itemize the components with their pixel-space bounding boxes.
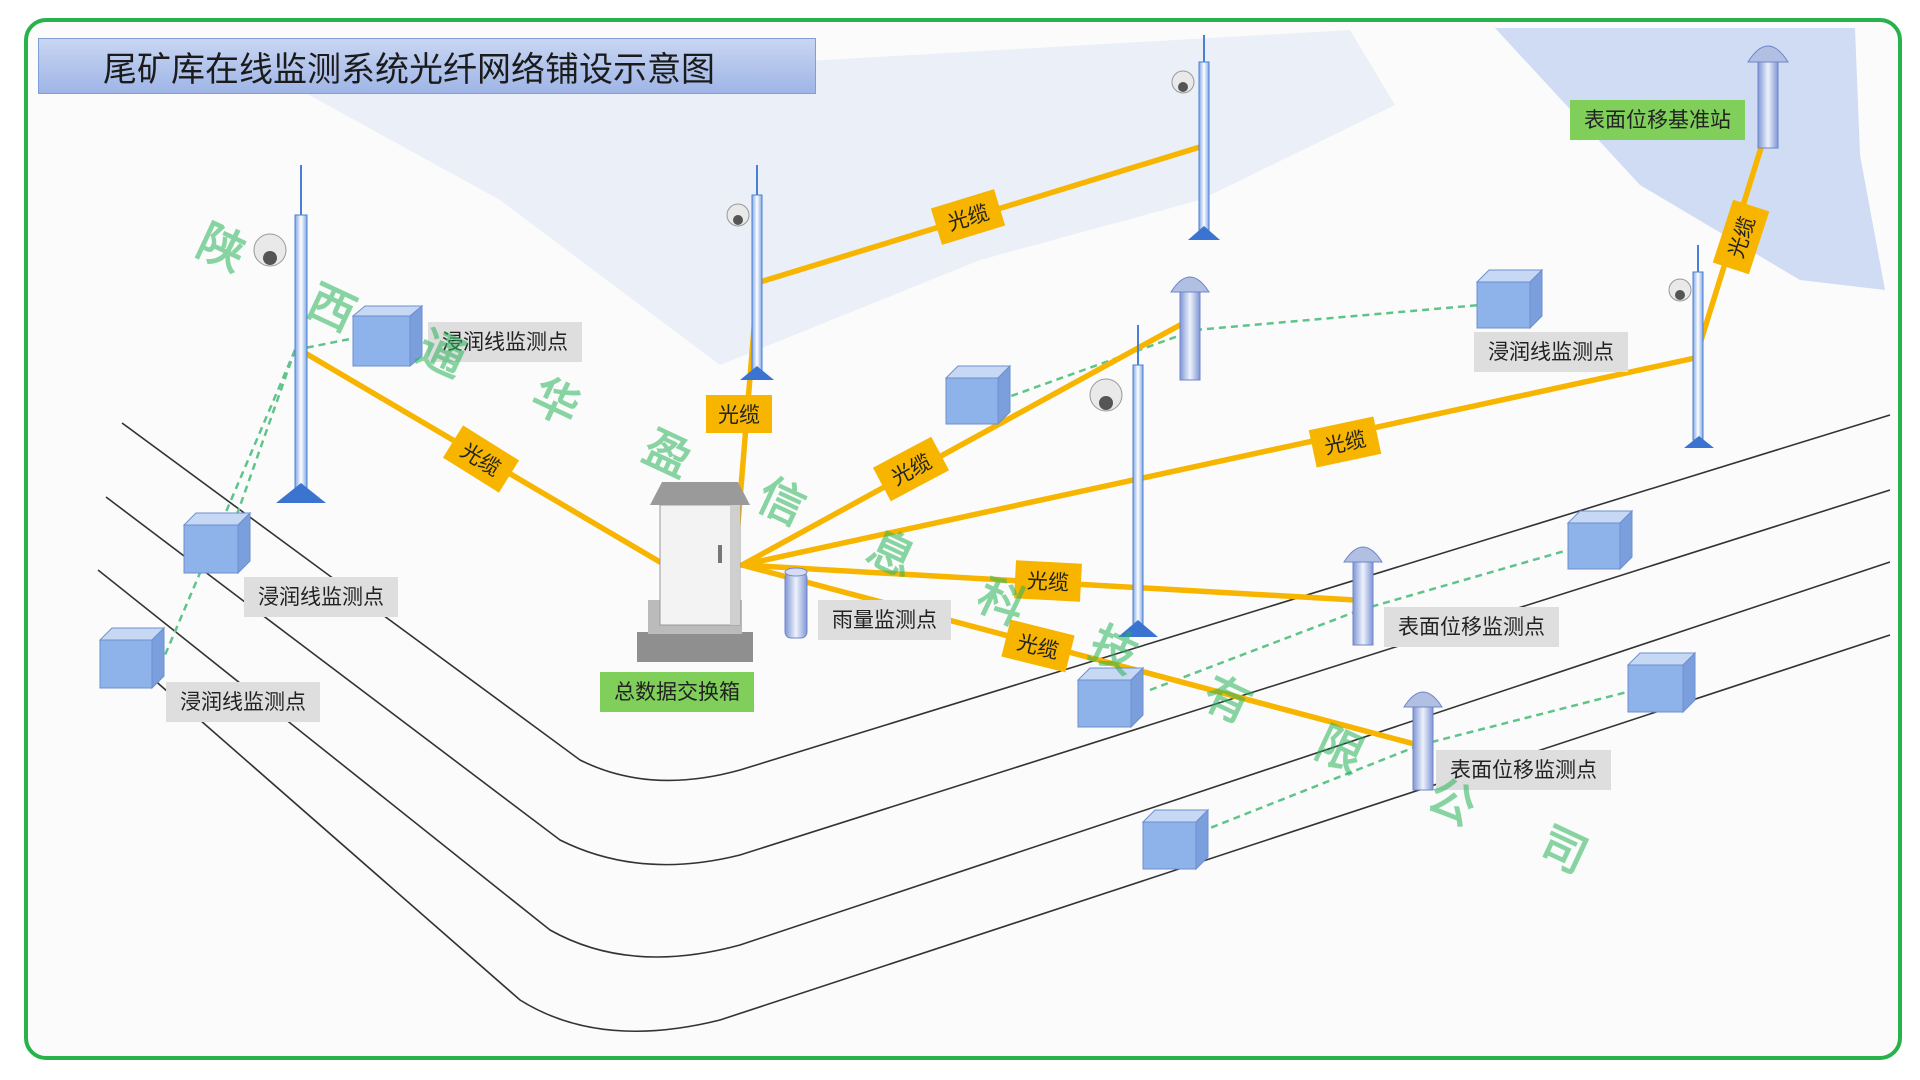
seepage-box-8	[1626, 651, 1697, 714]
label-displacement-1: 表面位移监测点	[1384, 607, 1559, 647]
rain-gauge	[784, 567, 808, 639]
seepage-box-1	[351, 304, 424, 368]
gnss-antenna-2	[1343, 546, 1383, 646]
page-title: 尾矿库在线监测系统光纤网络铺设示意图	[38, 38, 816, 94]
camera-pole-4	[1089, 325, 1158, 637]
label-seepage-3: 浸润线监测点	[166, 682, 320, 722]
dam-terraces	[97, 414, 1891, 1032]
seepage-box-3	[98, 626, 166, 690]
water-area	[300, 30, 1395, 365]
seepage-box-6	[1566, 509, 1634, 571]
seepage-box-2	[182, 511, 252, 575]
gnss-antenna-3	[1403, 691, 1443, 791]
label-rain: 雨量监测点	[818, 600, 951, 640]
label-displacement-2: 表面位移监测点	[1436, 750, 1611, 790]
seepage-box-4	[944, 364, 1012, 426]
seepage-box-5	[1475, 268, 1544, 330]
camera-pole-5	[1668, 245, 1714, 448]
seepage-box-7	[1076, 666, 1145, 729]
cable-label-2: 光缆	[706, 395, 772, 433]
label-seepage-1: 浸润线监测点	[428, 322, 582, 362]
gnss-antenna-1	[1170, 276, 1210, 381]
camera-pole-2	[726, 165, 774, 380]
label-base-station: 表面位移基准站	[1570, 100, 1745, 140]
camera-pole-3	[1171, 35, 1220, 240]
camera-pole-1	[253, 165, 326, 503]
main-exchange-box	[637, 482, 753, 662]
gnss-base-antenna	[1747, 45, 1789, 149]
label-seepage-4: 浸润线监测点	[1474, 332, 1628, 372]
label-seepage-2: 浸润线监测点	[244, 577, 398, 617]
seepage-box-9	[1141, 808, 1210, 871]
label-main-box: 总数据交换箱	[600, 672, 754, 712]
water-area-right	[1495, 28, 1885, 290]
